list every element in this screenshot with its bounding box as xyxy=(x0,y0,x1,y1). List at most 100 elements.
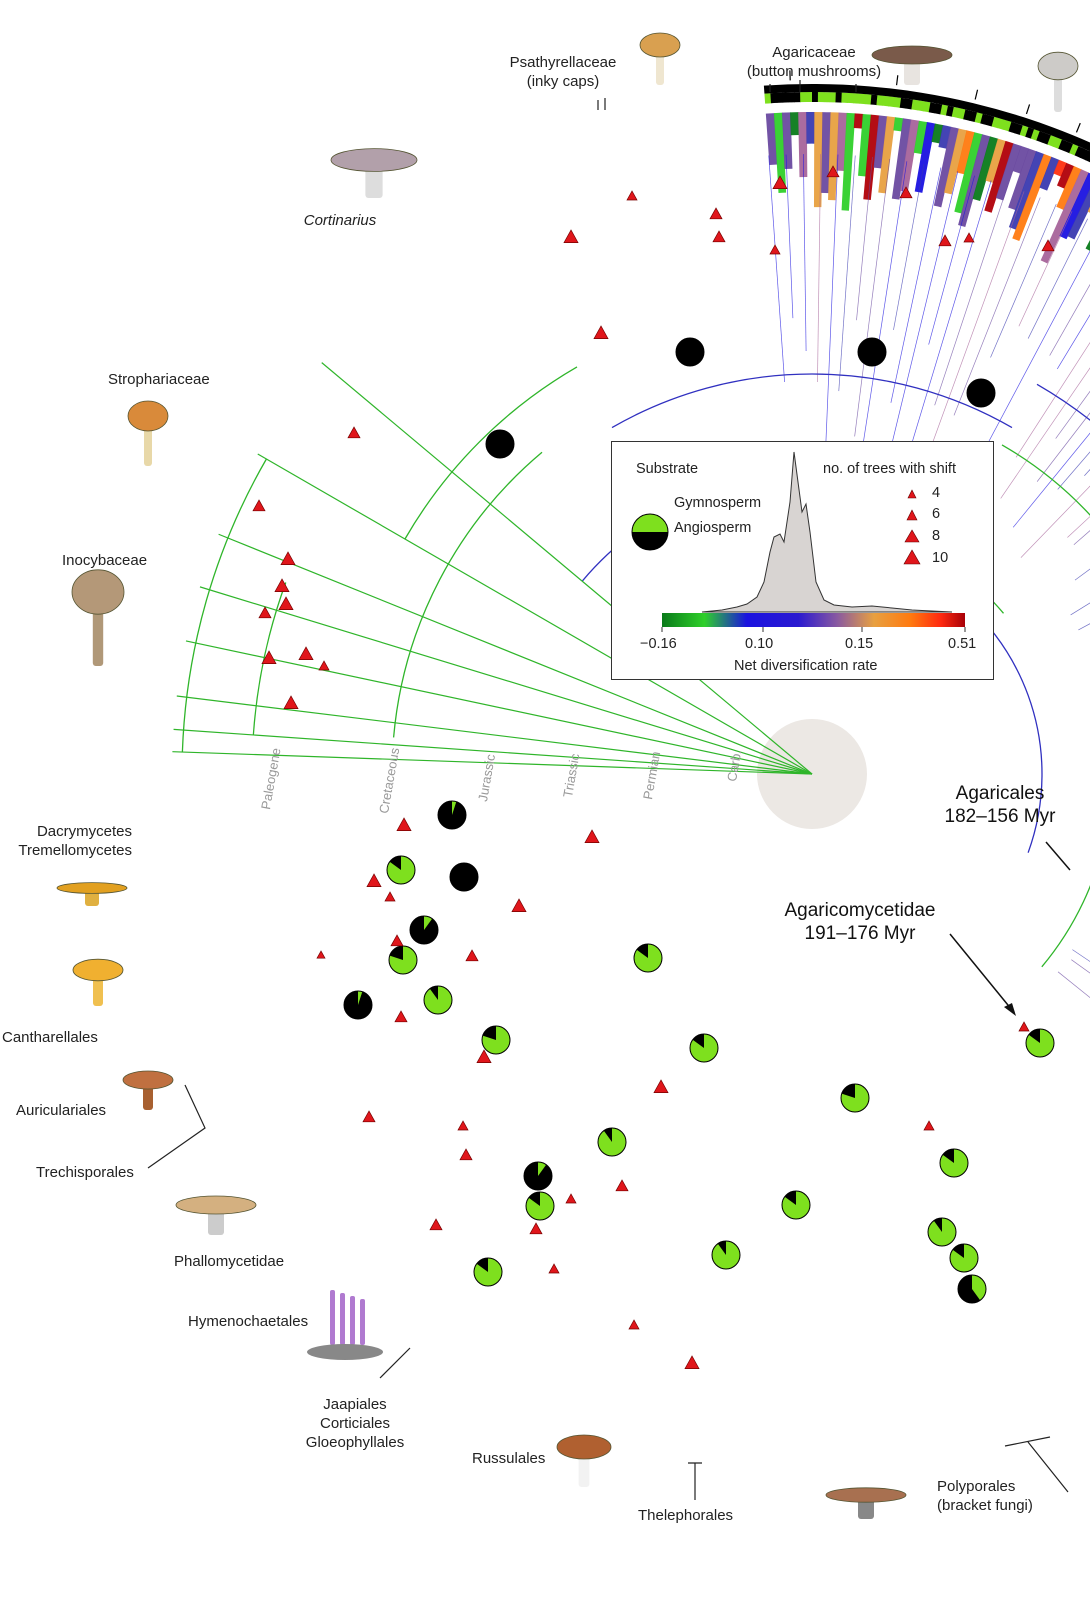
shift-19 xyxy=(298,646,314,660)
legend-angiosperm-label: Angiosperm xyxy=(674,520,752,536)
label-trechisporales: Trechisporales xyxy=(36,1164,134,1181)
legend-rate-colorbar xyxy=(662,613,965,627)
shift-39 xyxy=(529,1222,543,1235)
shift-20 xyxy=(318,660,330,671)
ring-gap xyxy=(765,102,1090,172)
legend-tick-015: 0.15 xyxy=(845,636,874,652)
node-6 xyxy=(449,862,479,892)
node-10 xyxy=(423,985,453,1015)
shift-35 xyxy=(362,1110,376,1123)
polyporales-icon xyxy=(825,1487,907,1519)
inky-caps-icon xyxy=(639,32,681,85)
leader-lines xyxy=(147,80,1071,1500)
shift-4 xyxy=(712,230,726,243)
legend-tick-min: −0.16 xyxy=(640,636,677,652)
shift-11 xyxy=(1041,239,1055,252)
shift-1 xyxy=(563,229,579,243)
node-3 xyxy=(485,429,515,459)
node-9 xyxy=(343,990,373,1020)
label-phallomycetidae: Phallomycetidae xyxy=(174,1253,285,1270)
tip-wedges xyxy=(765,112,1090,998)
callout-agaricales: Agaricales 182–156 Myr xyxy=(944,783,1056,827)
shift-6 xyxy=(769,244,781,255)
legend-box: Substrate Gymnosperm Angiosperm no. of t… xyxy=(611,441,994,680)
node-16 xyxy=(597,1127,627,1157)
node-23 xyxy=(927,1217,957,1247)
legend-shift-4: 4 xyxy=(932,485,941,501)
node-14 xyxy=(840,1083,870,1113)
shift-34 xyxy=(1018,1021,1030,1032)
legend-pie-icon xyxy=(631,513,669,551)
shift-32 xyxy=(653,1079,669,1093)
shift-0 xyxy=(593,325,609,339)
node-8 xyxy=(388,945,418,975)
shift-2 xyxy=(626,190,638,201)
rate-shift-markers xyxy=(252,165,1055,1369)
label-cantharellales: Cantharellales xyxy=(2,1029,98,1046)
node-13 xyxy=(689,1033,719,1063)
label-hymenochaetales: Hymenochaetales xyxy=(188,1313,309,1330)
shift-13 xyxy=(252,499,266,512)
shift-9 xyxy=(938,234,952,247)
label-auriculariales: Auriculariales xyxy=(16,1102,107,1119)
chanterelle-icon xyxy=(72,958,124,1006)
legend-graphics xyxy=(631,451,966,632)
legend-tick-010: 0.10 xyxy=(745,636,774,652)
legend-shift-triangles xyxy=(903,489,921,565)
node-11 xyxy=(481,1025,511,1055)
shift-3 xyxy=(709,207,723,220)
node-1 xyxy=(857,337,887,367)
shift-42 xyxy=(628,1319,640,1330)
label-agaricaceae: Agaricaceae (button mushrooms) xyxy=(746,44,882,80)
shift-41 xyxy=(615,1179,629,1192)
label-polyporales: Polyporales (bracket fungi) xyxy=(937,1478,1033,1514)
shift-8 xyxy=(899,186,913,199)
hymenochaetales-icon xyxy=(307,1290,383,1360)
shift-21 xyxy=(283,695,299,709)
shift-37 xyxy=(459,1148,473,1161)
label-russulales: Russulales xyxy=(472,1450,546,1467)
inocybaceae-icon xyxy=(71,569,125,666)
shift-33 xyxy=(923,1120,935,1131)
phallomycetidae-icon xyxy=(175,1195,257,1235)
mushroom-illustrations xyxy=(56,32,1079,1519)
legend-substrate-title: Substrate xyxy=(636,461,699,477)
shift-44 xyxy=(548,1263,560,1274)
cortinarius-icon xyxy=(330,148,418,198)
label-dacrymycetes-tremellomycetes: Dacrymycetes Tremellomycetes xyxy=(18,823,132,859)
shift-26 xyxy=(384,891,396,902)
legend-shift-10: 10 xyxy=(932,550,949,566)
node-20 xyxy=(711,1240,741,1270)
shift-27 xyxy=(390,934,404,947)
era-bands xyxy=(742,704,882,844)
node-5 xyxy=(386,855,416,885)
shift-22 xyxy=(396,817,412,831)
label-strophariaceae: Strophariaceae xyxy=(108,371,210,388)
shift-38 xyxy=(429,1218,443,1231)
node-24 xyxy=(949,1243,979,1273)
shift-17 xyxy=(258,606,272,619)
label-inocybaceae: Inocybaceae xyxy=(62,552,148,569)
ancestral-state-nodes xyxy=(343,337,1055,1304)
russulales-icon xyxy=(556,1434,612,1487)
shift-28 xyxy=(316,950,326,959)
node-25 xyxy=(957,1274,987,1304)
node-22 xyxy=(939,1148,969,1178)
amanita-icon xyxy=(1037,51,1079,112)
ring-outer xyxy=(763,84,1090,152)
shift-24 xyxy=(511,898,527,912)
shift-36 xyxy=(457,1120,469,1131)
label-cortinarius: Cortinarius xyxy=(303,212,377,229)
legend-tick-max: 0.51 xyxy=(948,636,977,652)
branches xyxy=(172,362,1090,968)
shift-23 xyxy=(584,829,600,843)
label-thelephorales: Thelephorales xyxy=(638,1507,734,1524)
shift-31 xyxy=(476,1049,492,1063)
node-21 xyxy=(473,1257,503,1287)
strophariaceae-icon xyxy=(127,400,169,466)
shift-14 xyxy=(280,551,296,565)
node-19 xyxy=(781,1190,811,1220)
node-0 xyxy=(675,337,705,367)
legend-shift-6: 6 xyxy=(932,506,941,522)
